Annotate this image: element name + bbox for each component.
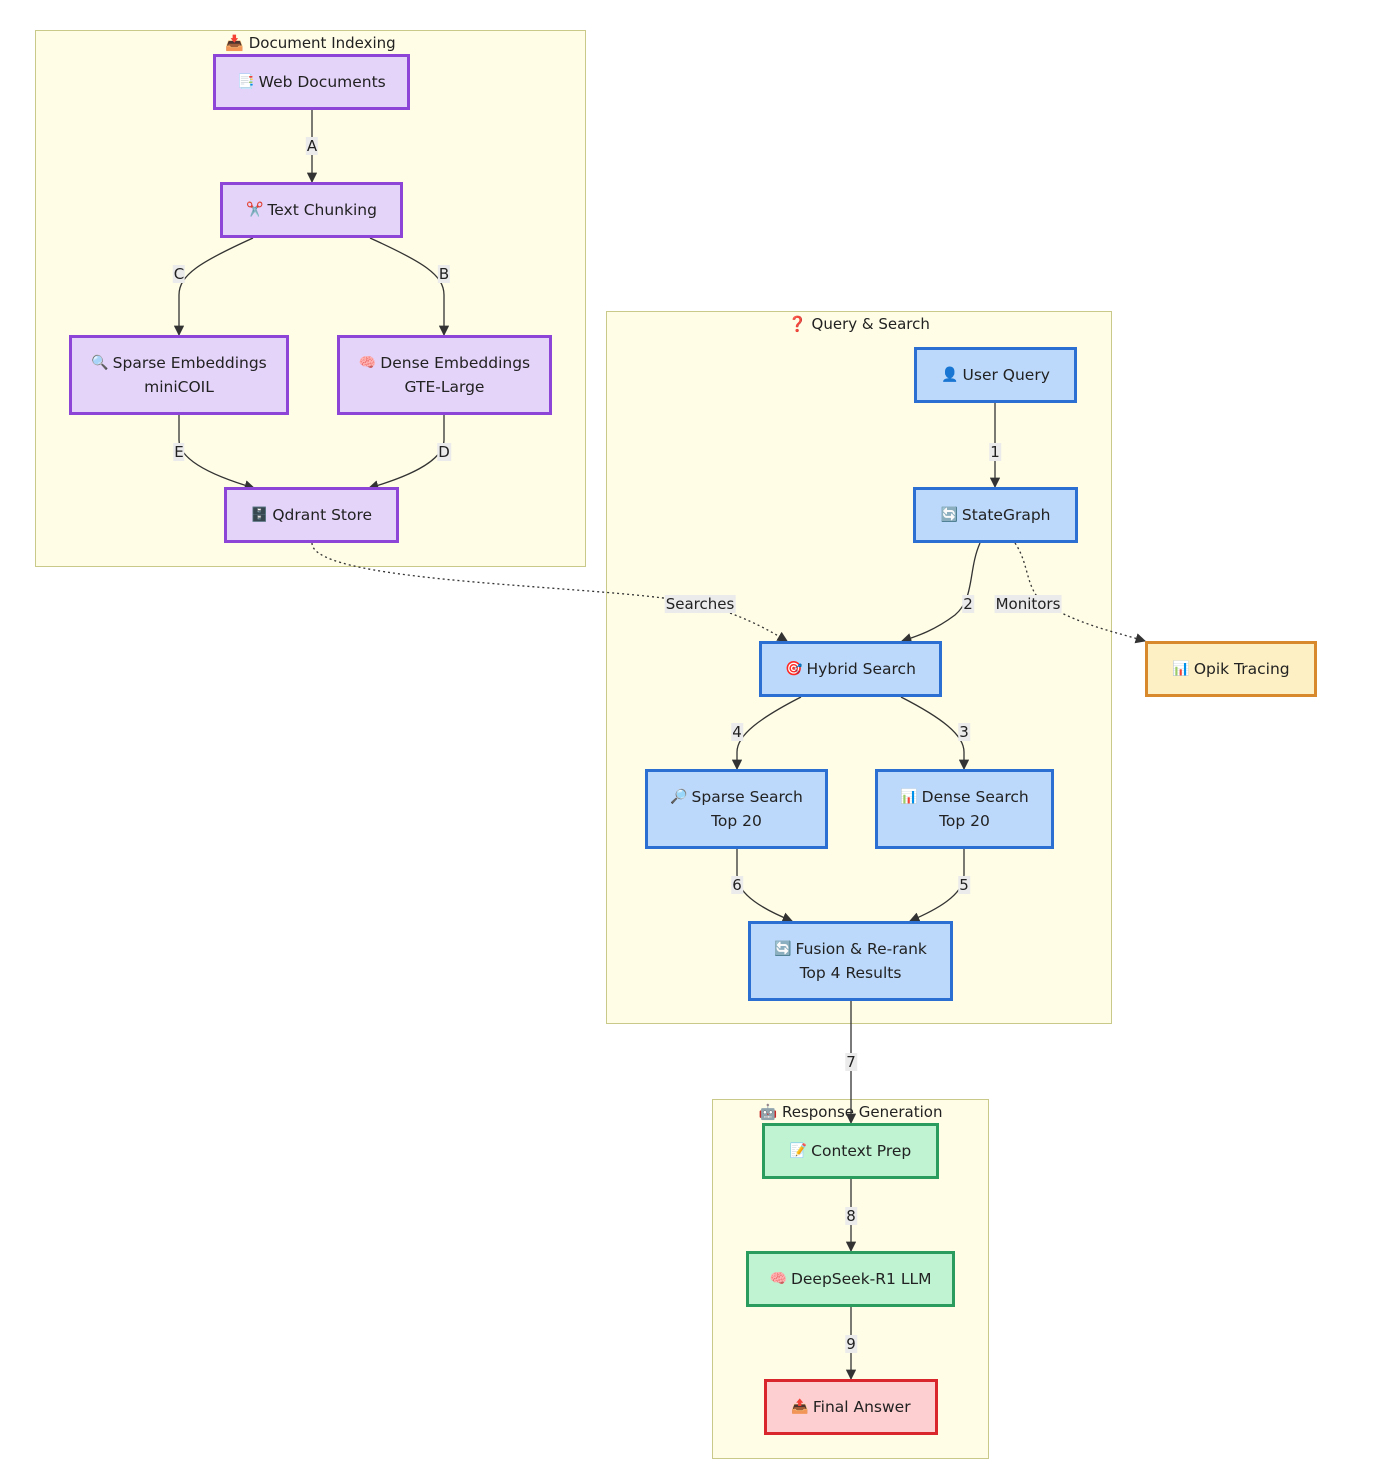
node-label: Web Documents: [258, 73, 386, 91]
edge-label-8: 8: [845, 1207, 857, 1225]
node-label: Context Prep: [811, 1142, 912, 1160]
node-label: StateGraph: [961, 506, 1051, 524]
cluster-title-response-generation: 🤖 Response Generation: [758, 1103, 943, 1121]
node-hybrid-search[interactable]: 🎯Hybrid Search: [759, 641, 942, 697]
node-sparse-search[interactable]: 🔎Sparse Search Top 20: [645, 769, 828, 849]
bar-chart-icon: 📊: [1172, 661, 1190, 677]
cluster-query-search: ❓ Query & Search: [606, 311, 1112, 1024]
node-user-query[interactable]: 👤User Query: [914, 347, 1077, 403]
scissors-icon: ✂️: [246, 202, 264, 218]
target-icon: 🎯: [785, 661, 803, 677]
document-icon: 📑: [237, 74, 255, 90]
node-qdrant-store[interactable]: 🗄️Qdrant Store: [224, 487, 399, 543]
user-icon: 👤: [941, 367, 959, 383]
cluster-title-document-indexing: 📥 Document Indexing: [225, 34, 396, 52]
node-label: Sparse Search: [691, 788, 803, 806]
edge-label-9: 9: [845, 1335, 857, 1353]
brain-icon: 🧠: [769, 1271, 787, 1287]
node-opik-tracing[interactable]: 📊Opik Tracing: [1145, 641, 1317, 697]
node-label: Text Chunking: [267, 201, 377, 219]
edge-label-searches: Searches: [664, 595, 736, 613]
node-dense-search[interactable]: 📊Dense Search Top 20: [875, 769, 1054, 849]
edge-label-2: 2: [962, 595, 974, 613]
edge-label-7: 7: [845, 1053, 857, 1071]
edge-label-4: 4: [731, 723, 743, 741]
refresh-icon: 🔄: [940, 507, 958, 523]
node-final-answer[interactable]: 📤Final Answer: [764, 1379, 938, 1435]
node-context-prep[interactable]: 📝Context Prep: [762, 1123, 939, 1179]
node-sublabel: Top 20: [711, 812, 762, 830]
edge-label-3: 3: [958, 723, 970, 741]
edge-label-d: D: [437, 443, 451, 461]
node-label: Final Answer: [812, 1398, 911, 1416]
edge-label-e: E: [173, 443, 185, 461]
node-sublabel: miniCOIL: [144, 378, 214, 396]
node-label: Dense Search: [921, 788, 1029, 806]
node-sublabel: Top 20: [939, 812, 990, 830]
node-label: Fusion & Re-rank: [795, 940, 927, 958]
edge-label-monitors: Monitors: [994, 595, 1062, 613]
node-label: Hybrid Search: [806, 660, 916, 678]
node-label: User Query: [962, 366, 1050, 384]
cabinet-icon: 🗄️: [250, 507, 269, 523]
memo-icon: 📝: [789, 1143, 808, 1159]
cluster-title-query-search: ❓ Query & Search: [788, 315, 930, 333]
edge-label-6: 6: [731, 876, 743, 894]
node-text-chunking[interactable]: ✂️Text Chunking: [220, 182, 403, 238]
node-sublabel: GTE-Large: [404, 378, 485, 396]
node-label: Dense Embeddings: [380, 354, 531, 372]
node-label: Opik Tracing: [1193, 660, 1290, 678]
bar-chart-icon: 📊: [900, 789, 918, 805]
node-sublabel: Top 4 Results: [799, 964, 902, 982]
node-web-documents[interactable]: 📑Web Documents: [213, 54, 410, 110]
node-deepseek-llm[interactable]: 🧠DeepSeek-R1 LLM: [746, 1251, 955, 1307]
node-sparse-embeddings[interactable]: 🔍Sparse Embeddings miniCOIL: [69, 335, 289, 415]
node-label: DeepSeek-R1 LLM: [790, 1270, 932, 1288]
edge-label-c: C: [172, 265, 186, 283]
edge-label-5: 5: [958, 876, 970, 894]
edge-label-b: B: [437, 265, 451, 283]
node-label: Qdrant Store: [272, 506, 373, 524]
outbox-icon: 📤: [791, 1399, 809, 1415]
node-dense-embeddings[interactable]: 🧠Dense Embeddings GTE-Large: [337, 335, 552, 415]
node-fusion-rerank[interactable]: 🔄Fusion & Re-rank Top 4 Results: [748, 921, 953, 1001]
brain-icon: 🧠: [358, 355, 377, 371]
magnifier-icon: 🔍: [91, 355, 109, 371]
cluster-document-indexing: 📥 Document Indexing: [35, 30, 586, 567]
edge-label-a: A: [305, 137, 319, 155]
magnifier-icon: 🔎: [670, 789, 688, 805]
refresh-icon: 🔄: [774, 941, 792, 957]
node-stategraph[interactable]: 🔄StateGraph: [913, 487, 1078, 543]
node-label: Sparse Embeddings: [112, 354, 267, 372]
edge-label-1: 1: [989, 443, 1001, 461]
